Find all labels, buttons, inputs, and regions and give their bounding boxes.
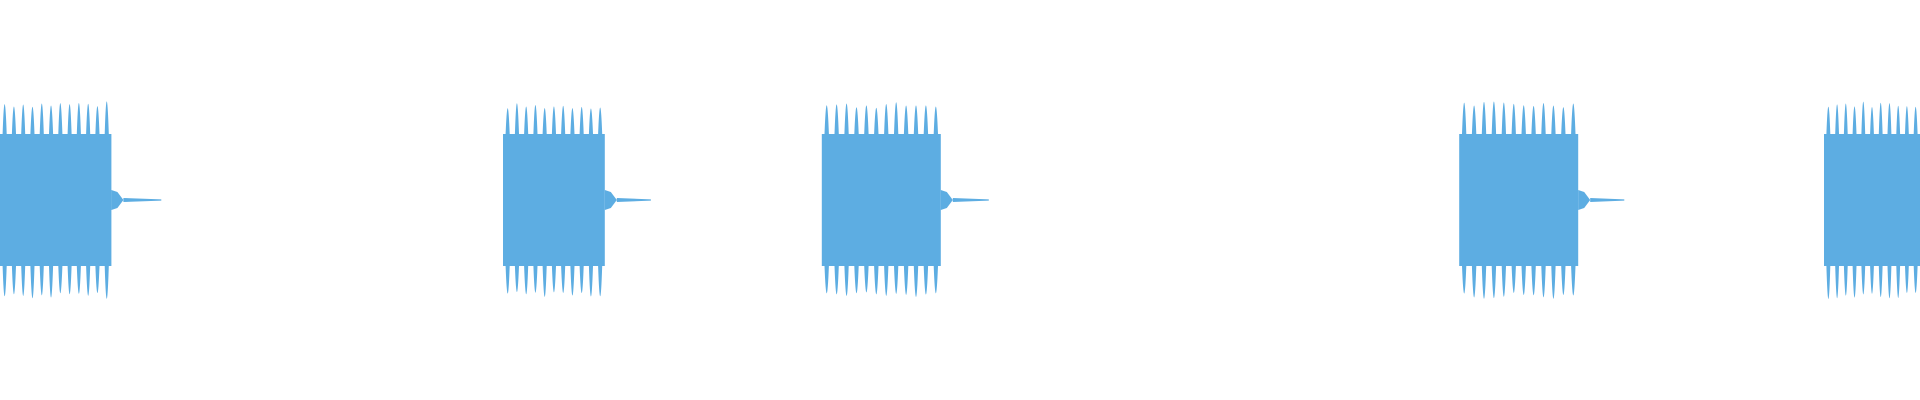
waveform-burst-peaks-top xyxy=(2,101,109,134)
waveform-burst-body xyxy=(821,134,941,266)
waveform-burst-decay xyxy=(111,190,124,210)
waveform-burst-peaks-bottom xyxy=(1462,266,1576,299)
waveform-burst-tail xyxy=(1590,198,1625,202)
waveform-burst xyxy=(0,101,162,299)
waveform-burst xyxy=(821,102,989,297)
waveform-burst-body xyxy=(1459,134,1579,266)
waveform-burst xyxy=(1824,101,1920,299)
waveform-burst-peaks-bottom xyxy=(824,266,938,297)
waveform-burst-peaks-top xyxy=(505,103,603,134)
waveform-burst-peaks-top xyxy=(824,102,938,134)
waveform-burst-decay xyxy=(604,190,617,210)
waveform-burst-peaks-top xyxy=(1462,101,1576,134)
waveform-burst xyxy=(1459,101,1625,299)
waveform-burst-body xyxy=(0,134,112,266)
waveform-bursts xyxy=(0,101,1920,299)
waveform-burst-tail xyxy=(616,198,651,202)
waveform-burst-tail xyxy=(952,198,989,202)
waveform-burst-peaks-bottom xyxy=(505,266,603,297)
waveform-burst-decay xyxy=(940,190,953,210)
waveform-burst-decay xyxy=(1578,190,1591,210)
waveform-burst-tail xyxy=(123,198,162,202)
waveform-burst-peaks-top xyxy=(1826,101,1918,134)
waveform-burst-peaks-bottom xyxy=(1826,266,1918,299)
waveform-burst xyxy=(503,103,651,297)
waveform-burst-body xyxy=(503,134,605,266)
waveform-burst-body xyxy=(1824,134,1920,266)
waveform-burst-peaks-bottom xyxy=(2,266,109,299)
